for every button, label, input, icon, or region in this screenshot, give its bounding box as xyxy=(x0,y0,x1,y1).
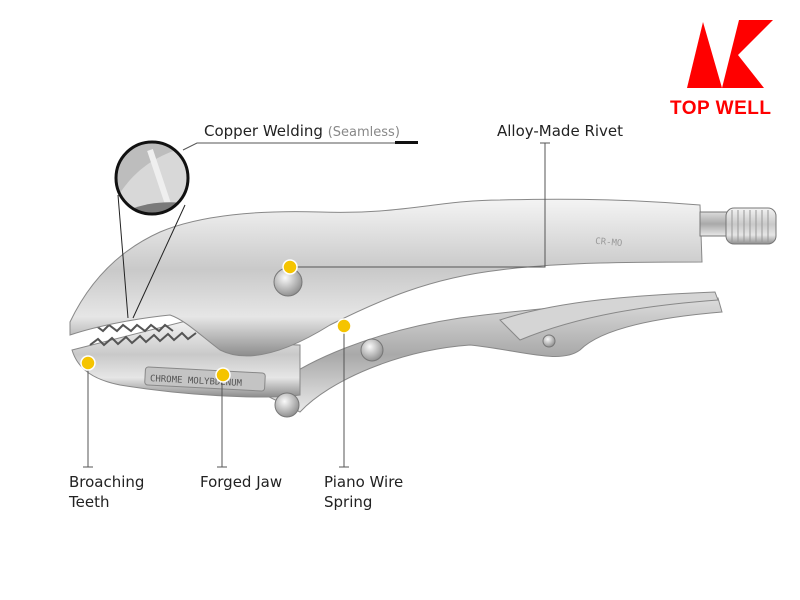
marker-piano-wire-spring xyxy=(336,318,352,334)
callout-label: Teeth xyxy=(69,493,110,511)
release-lever xyxy=(499,291,719,341)
callout-alloy-made-rivet: Alloy-Made Rivet xyxy=(497,122,624,140)
callout-label: Piano Wire xyxy=(324,473,404,491)
callout-label: Copper Welding xyxy=(204,122,323,140)
callout-piano-wire-spring: Piano Wire Spring xyxy=(324,472,403,512)
callout-note: (Seamless) xyxy=(327,125,400,140)
rivet xyxy=(360,338,384,362)
callout-label: Spring xyxy=(324,493,373,511)
top-well-logo xyxy=(687,20,773,88)
leader-lines xyxy=(83,142,550,468)
broaching-teeth xyxy=(89,331,197,347)
adjusting-screw xyxy=(699,211,729,237)
marker-forged-jaw xyxy=(215,367,231,383)
callout-forged-jaw: Forged Jaw xyxy=(200,473,283,491)
upper-body xyxy=(69,198,703,357)
callout-broaching-teeth: Broaching Teeth xyxy=(69,472,144,512)
callout-label: Broaching xyxy=(69,473,145,491)
callout-copper-welding: Copper Welding (Seamless) xyxy=(204,121,400,143)
weld-detail-magnifier xyxy=(114,140,190,319)
rivet xyxy=(274,392,300,418)
marker-alloy-rivet xyxy=(282,259,298,275)
rivet xyxy=(542,334,556,348)
lower-handle xyxy=(264,297,723,413)
marker-broaching-teeth xyxy=(80,355,96,371)
handle-stamp: CR-MO xyxy=(595,237,623,249)
brand-name: TOP WELL xyxy=(670,98,772,119)
